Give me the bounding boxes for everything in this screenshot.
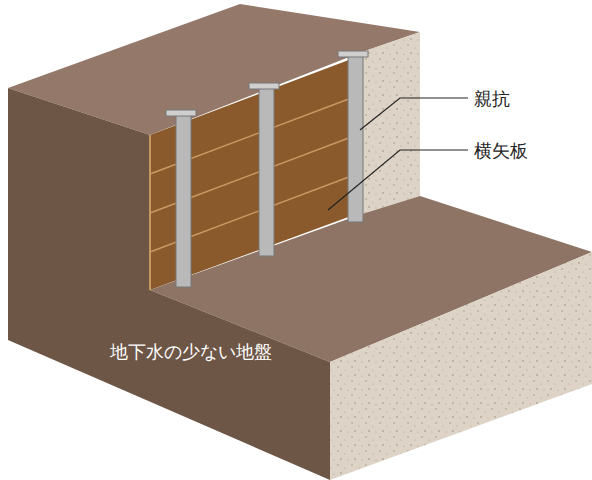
part-label: 横矢板 (474, 139, 528, 163)
lower-side-face (330, 252, 592, 480)
part-label: 親抗 (474, 87, 510, 111)
upper-side-face (362, 32, 420, 214)
lagging-boards (150, 55, 362, 290)
soldier-piles (166, 51, 368, 287)
ground-label: 地下水の少ない地盤 (110, 340, 272, 364)
leader-line (360, 98, 468, 130)
leader-line (328, 150, 468, 210)
board-edge (149, 135, 151, 290)
